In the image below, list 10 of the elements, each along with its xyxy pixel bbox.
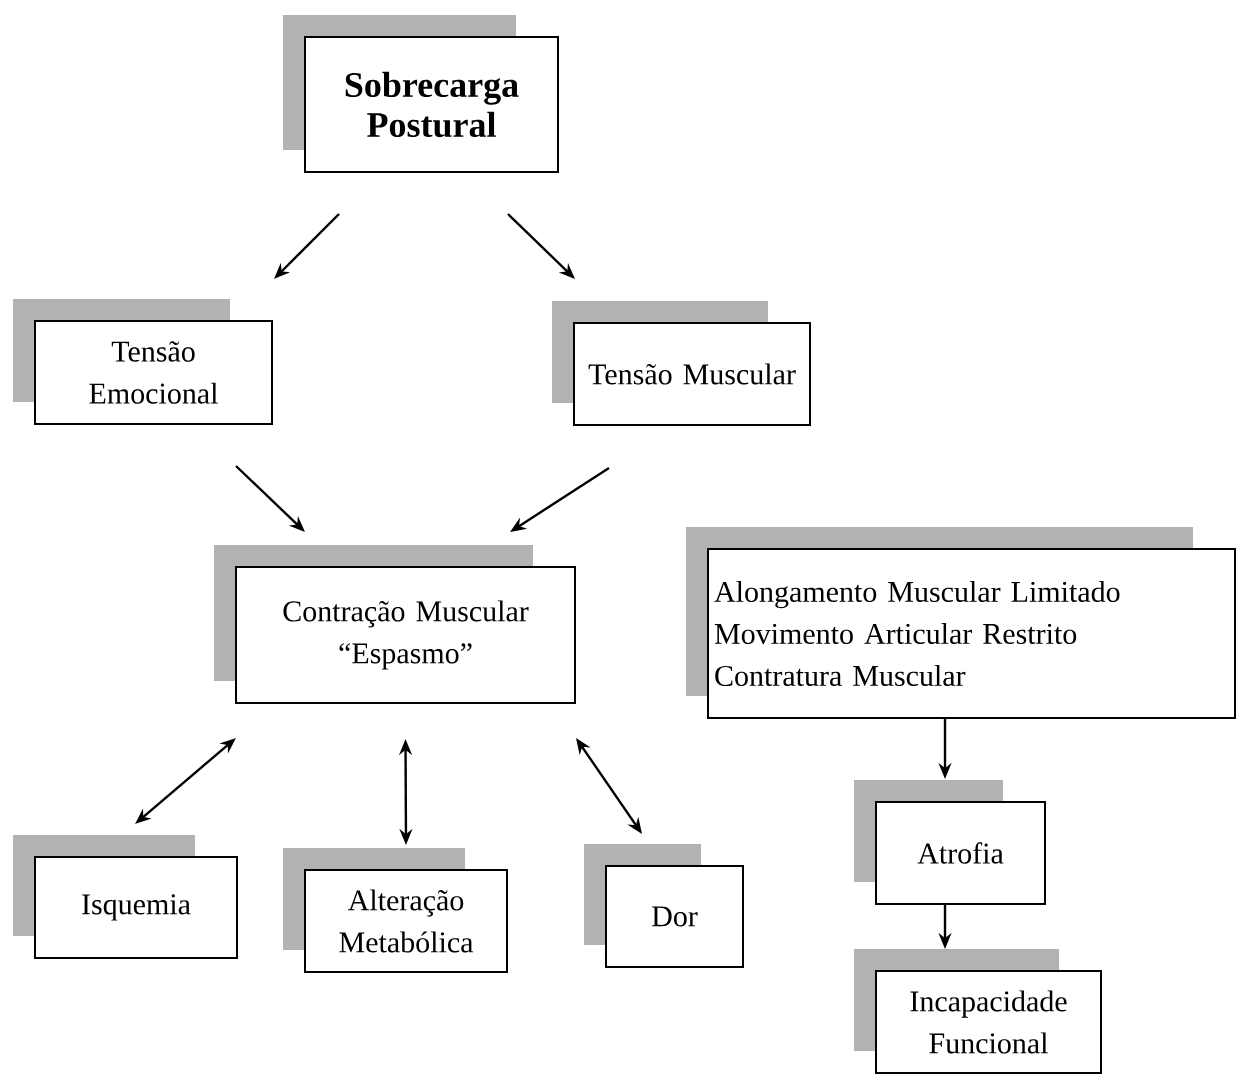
shadowed-box: Isquemia <box>13 835 238 959</box>
shadowed-box: Contração Muscular “Espasmo” <box>214 545 576 704</box>
shadowed-box: Alteração Metabólica <box>283 848 508 973</box>
shadowed-box: Alongamento Muscular Limitado Movimento Articular Restrito Contratura Muscular <box>686 527 1236 719</box>
shadowed-box: Tensão Emocional <box>13 299 273 425</box>
shadowed-box: Dor <box>584 844 744 968</box>
shadowed-box: Atrofia <box>854 780 1046 905</box>
shadowed-box: Sobrecarga Postural <box>283 15 559 173</box>
shadowed-box: Incapacidade Funcional <box>854 949 1102 1074</box>
shadowed-box: Tensão Muscular <box>552 301 811 426</box>
